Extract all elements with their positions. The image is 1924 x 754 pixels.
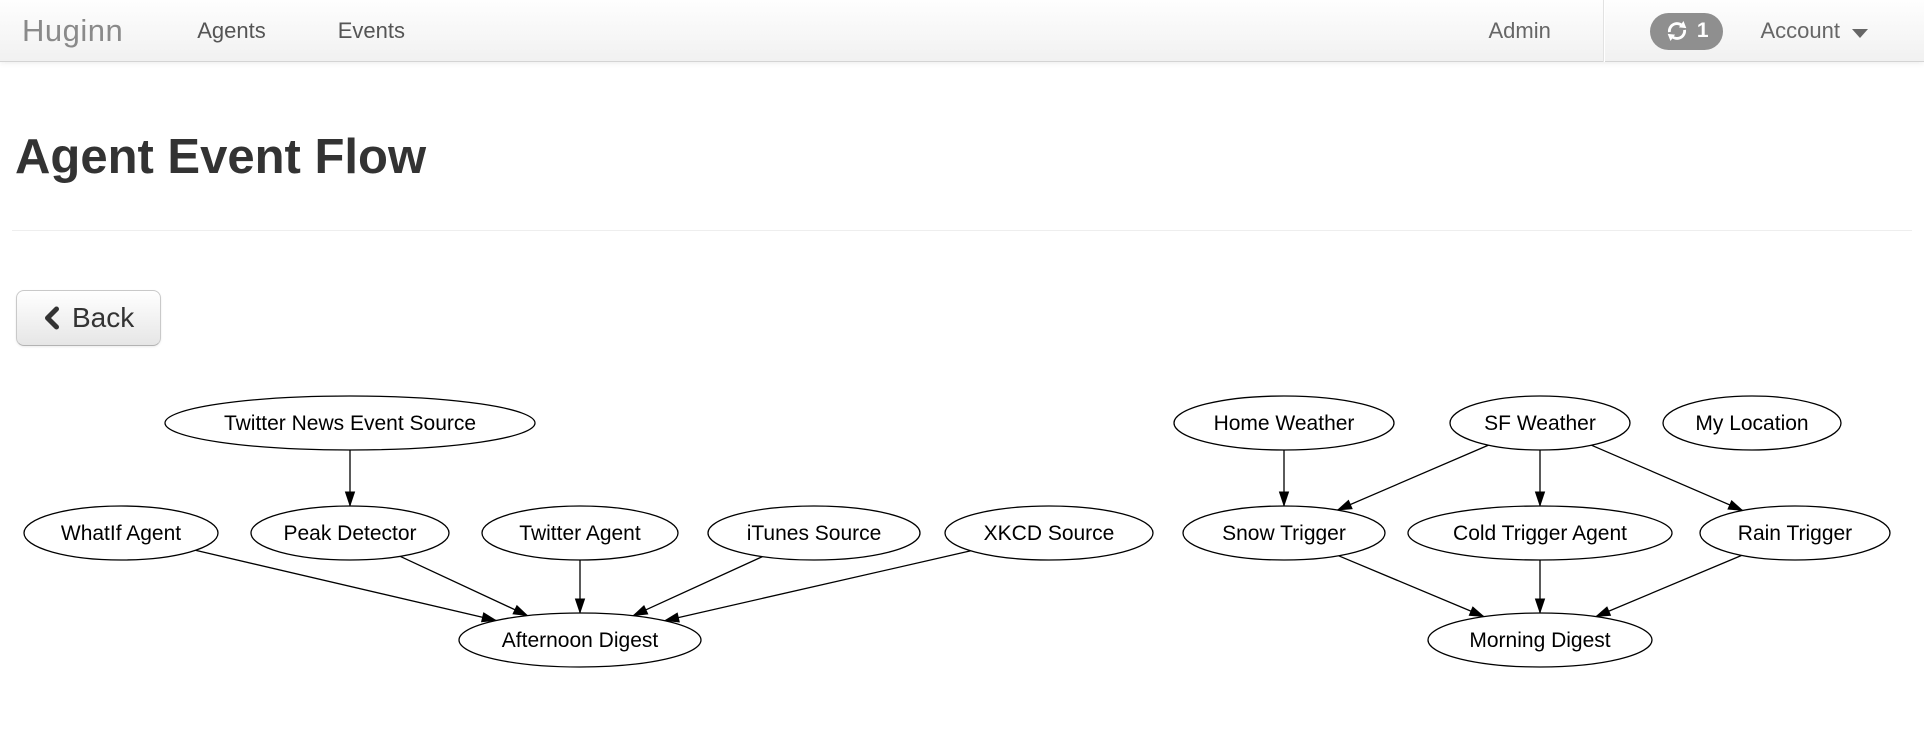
diagram-node-label: Peak Detector	[283, 522, 416, 545]
nav-item-events[interactable]: Events	[337, 18, 406, 43]
back-button[interactable]: Back	[16, 289, 162, 346]
diagram-node-label: iTunes Source	[747, 522, 882, 545]
account-menu[interactable]: Account	[1760, 18, 1868, 44]
diagram-node-label: WhatIf Agent	[61, 522, 181, 545]
diagram-node-ellipse	[458, 612, 702, 668]
navbar-divider	[1602, 0, 1605, 62]
brand-link[interactable]: Huginn	[22, 13, 124, 48]
diagram-node-label: Afternoon Digest	[502, 629, 659, 652]
diagram-node-xkcd[interactable]: XKCD Source	[944, 505, 1154, 561]
diagram-node-ellipse	[250, 505, 450, 561]
diagram-node-ellipse	[23, 505, 219, 561]
diagram-node-ellipse	[1662, 395, 1842, 451]
diagram-node-rain[interactable]: Rain Trigger	[1699, 505, 1891, 561]
diagram-node-ellipse	[1699, 505, 1891, 561]
diagram-edge-snow-to-morning	[1338, 554, 1485, 617]
main-content: Agent Event Flow Back Twitter News Event…	[0, 128, 1924, 688]
title-divider	[12, 229, 1912, 231]
diagram-node-peak[interactable]: Peak Detector	[250, 505, 450, 561]
diagram-edge-sf_weather-to-snow	[1336, 444, 1489, 511]
diagram-node-twitter_agent[interactable]: Twitter Agent	[481, 505, 679, 561]
back-button-label: Back	[72, 301, 135, 333]
diagram-node-itunes[interactable]: iTunes Source	[707, 505, 921, 561]
navbar-right-group: Admin 1 Account	[1488, 0, 1924, 62]
diagram-node-my_location[interactable]: My Location	[1662, 395, 1842, 451]
diagram-node-snow[interactable]: Snow Trigger	[1182, 505, 1386, 561]
diagram-node-ellipse	[944, 505, 1154, 561]
diagram-node-ellipse	[1173, 395, 1395, 451]
diagram-node-label: My Location	[1695, 412, 1808, 435]
diagram-node-label: Cold Trigger Agent	[1453, 522, 1627, 545]
account-menu-label: Account	[1760, 18, 1841, 43]
diagram-node-label: Rain Trigger	[1738, 522, 1852, 545]
diagram-edge-sf_weather-to-rain	[1591, 444, 1744, 511]
diagram-node-label: SF Weather	[1484, 412, 1596, 435]
primary-nav: Agents Events	[197, 18, 405, 44]
page-title: Agent Event Flow	[15, 130, 427, 184]
diagram-node-label: Snow Trigger	[1222, 522, 1346, 545]
diagram-edge-itunes-to-afternoon	[632, 555, 763, 617]
event-queue-badge[interactable]: 1	[1649, 12, 1723, 50]
diagram-node-ellipse	[481, 505, 679, 561]
diagram-node-sf_weather[interactable]: SF Weather	[1449, 395, 1631, 451]
diagram-node-label: XKCD Source	[984, 522, 1115, 545]
diagram-node-cold[interactable]: Cold Trigger Agent	[1407, 505, 1673, 561]
diagram-node-afternoon[interactable]: Afternoon Digest	[458, 612, 702, 668]
diagram-node-ellipse	[1449, 395, 1631, 451]
diagram-edge-rain-to-morning	[1594, 554, 1742, 617]
diagram-node-label: Morning Digest	[1469, 629, 1610, 652]
diagram-node-morning[interactable]: Morning Digest	[1427, 612, 1653, 668]
diagram-edge-whatif-to-afternoon	[195, 549, 498, 623]
nav-item-admin[interactable]: Admin	[1488, 18, 1551, 43]
diagram-node-whatif[interactable]: WhatIf Agent	[23, 505, 219, 561]
badge-count: 1	[1696, 19, 1709, 42]
diagram-node-label: Twitter News Event Source	[224, 412, 476, 435]
diagram-node-ellipse	[1427, 612, 1653, 668]
diagram-node-ellipse	[1407, 505, 1673, 561]
diagram-edge-peak-to-afternoon	[399, 555, 529, 617]
nav-item-agents[interactable]: Agents	[197, 18, 266, 43]
diagram-node-ellipse	[1182, 505, 1386, 561]
refresh-icon	[1664, 18, 1690, 44]
back-chevron-icon	[43, 306, 60, 330]
diagram-node-label: Home Weather	[1214, 412, 1355, 435]
diagram-node-home_weather[interactable]: Home Weather	[1173, 395, 1395, 451]
caret-down-icon	[1852, 29, 1868, 38]
diagram-edge-xkcd-to-afternoon	[663, 549, 972, 623]
diagram-node-ellipse	[164, 395, 536, 451]
diagram-node-ellipse	[707, 505, 921, 561]
diagram-node-label: Twitter Agent	[519, 522, 641, 545]
navbar: Huginn Agents Events Admin 1 Ac	[0, 0, 1924, 62]
diagram-node-twitter_news[interactable]: Twitter News Event Source	[164, 395, 536, 451]
